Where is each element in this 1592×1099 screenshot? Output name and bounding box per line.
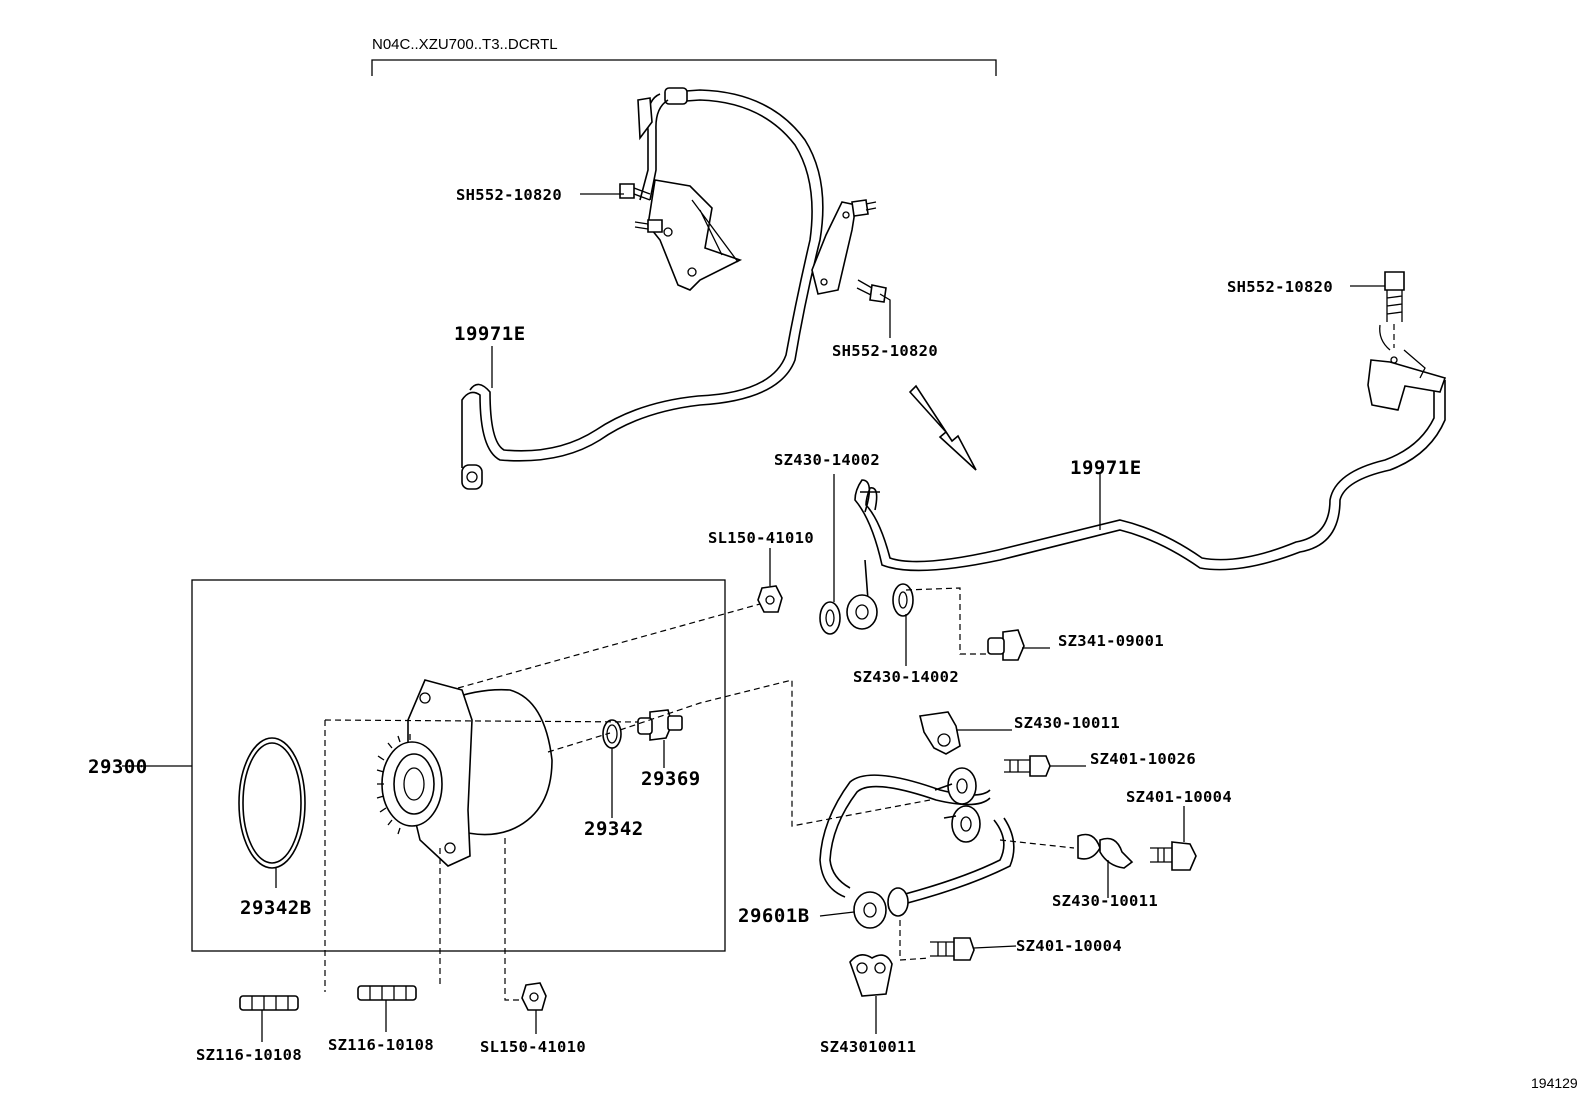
callout-sz430-14002: SZ430-14002 — [774, 451, 880, 469]
callout-sz430-10011: SZ430-10011 — [1052, 892, 1158, 910]
variant-bracket: N04C..XZU700..T3..DCRTL — [371, 36, 997, 76]
alignment-lines — [324, 603, 931, 1001]
callout-sz116-10108: SZ116-10108 — [196, 1046, 302, 1064]
callout-sz430-14002: SZ430-14002 — [853, 668, 959, 686]
nut-icon — [521, 982, 547, 1011]
callout-sz43010011: SZ43010011 — [820, 1038, 916, 1056]
gasket-icon — [819, 583, 914, 635]
callout-19971e: 19971E — [1070, 457, 1142, 479]
callout-sz401-10004: SZ401-10004 — [1016, 937, 1122, 955]
bolt-icon — [930, 755, 1197, 961]
direction-arrow-icon — [908, 384, 977, 471]
alignment-lines-lower — [899, 839, 1075, 961]
callout-29342b: 29342B — [240, 897, 312, 919]
vacuum-pump-icon — [376, 679, 553, 867]
callout-29601b: 29601B — [738, 905, 810, 927]
callout-sl150-41010: SL150-41010 — [708, 529, 814, 547]
callout-29300: 29300 — [88, 756, 148, 778]
clip-icon — [849, 711, 1134, 997]
callout-sz401-10026: SZ401-10026 — [1090, 750, 1196, 768]
callout-sh552-10820: SH552-10820 — [456, 186, 562, 204]
callout-sz401-10004: SZ401-10004 — [1126, 788, 1232, 806]
vacuum-tube-29601b[interactable] — [819, 767, 1015, 929]
callout-sl150-41010: SL150-41010 — [480, 1038, 586, 1056]
stud-bolt-icon — [239, 985, 417, 1011]
callout-29342: 29342 — [584, 818, 644, 840]
vacuum-pump-group-box[interactable] — [122, 579, 726, 952]
callout-sh552-10820: SH552-10820 — [1227, 278, 1333, 296]
callout-sz430-10011: SZ430-10011 — [1014, 714, 1120, 732]
leader-lines — [261, 193, 1385, 1042]
callout-sz116-10108: SZ116-10108 — [328, 1036, 434, 1054]
bolt-icon — [1384, 271, 1405, 364]
oil-tube-upper[interactable] — [461, 87, 857, 490]
bolt-icon — [619, 183, 887, 303]
nut-icon — [757, 585, 783, 613]
callout-sz341-09001: SZ341-09001 — [1058, 632, 1164, 650]
callout-19971e: 19971E — [454, 323, 526, 345]
o-ring-icon — [238, 737, 306, 869]
oil-tube-lower[interactable] — [846, 324, 1447, 630]
diagram-number: 194129 — [1531, 1075, 1578, 1091]
fitting-icon — [905, 587, 1025, 661]
callout-29369: 29369 — [641, 768, 701, 790]
callout-sh552-10820: SH552-10820 — [832, 342, 938, 360]
union-bolt-icon — [637, 709, 683, 741]
variant-label: N04C..XZU700..T3..DCRTL — [372, 36, 558, 53]
